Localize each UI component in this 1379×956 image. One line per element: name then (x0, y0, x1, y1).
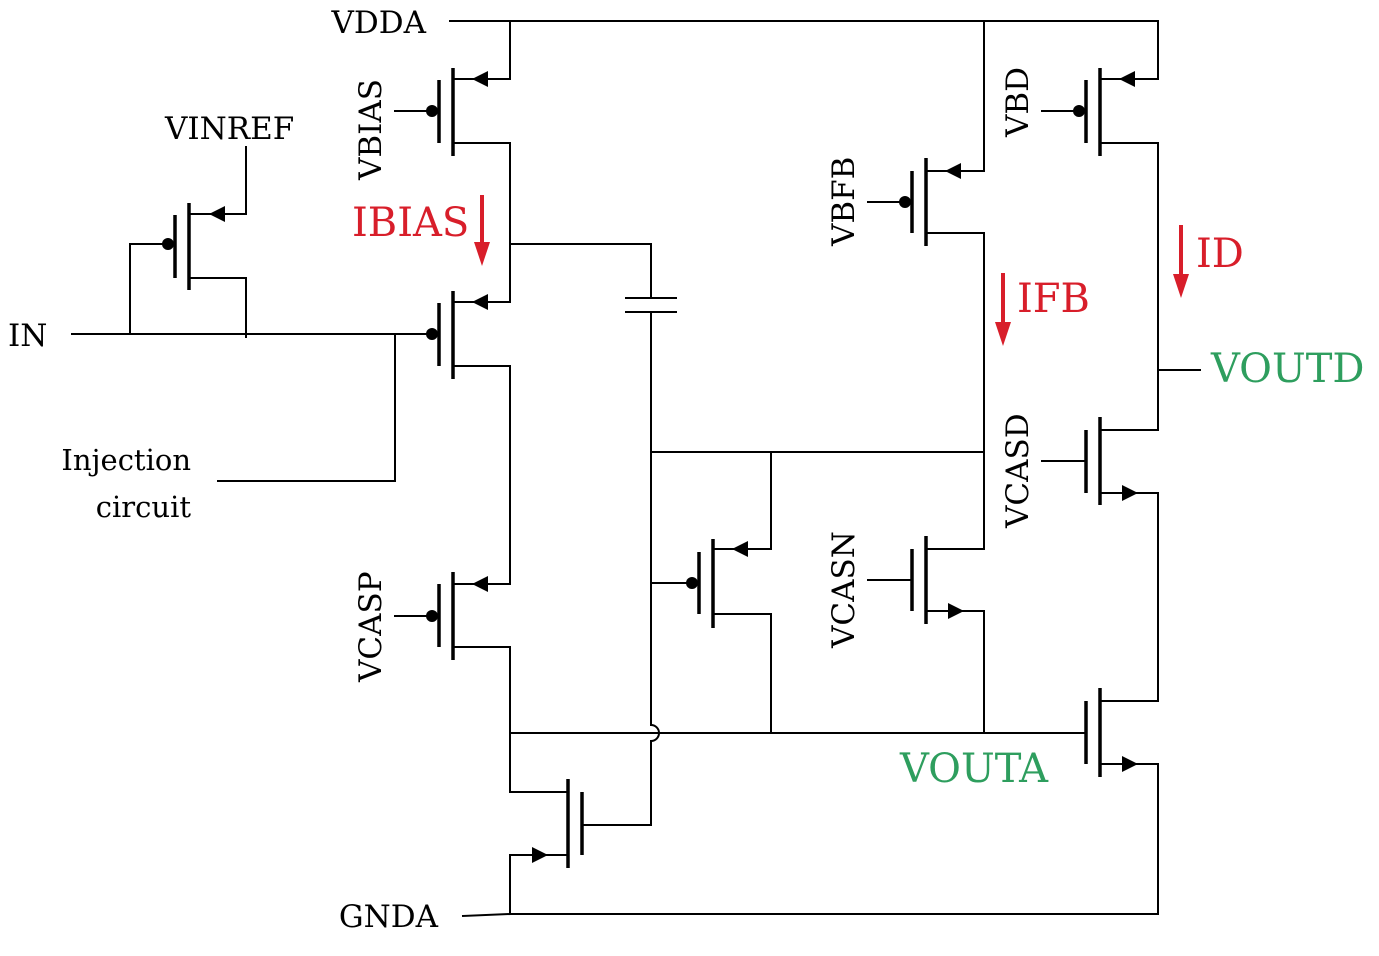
ifb-arrow-head (995, 322, 1011, 346)
vbd-pmos-transistor (1041, 20, 1159, 431)
vbfb-pmos-transistor (867, 20, 985, 550)
injection-circuit-label-line1: Injection (61, 443, 191, 477)
vouta-nmos-transistor (1084, 688, 1159, 915)
id-arrow-head (1173, 274, 1189, 298)
middle-pmos-transistor (650, 539, 772, 734)
coupling-capacitor (509, 243, 677, 826)
internal-node-wiring (509, 451, 1086, 734)
vbfb-label: VBFB (826, 157, 862, 247)
ibias-arrow-head (474, 242, 490, 266)
vbias-pmos-transistor (394, 20, 511, 245)
ibias-current-arrow (474, 195, 490, 266)
vbias-label: VBIAS (353, 79, 389, 181)
vouta-label: VOUTA (899, 746, 1049, 792)
vcasn-nmos-transistor (867, 536, 985, 734)
vinref-pmos-transistor (129, 146, 247, 338)
vbd-label: VBD (1000, 67, 1036, 138)
gnda-label: GNDA (339, 899, 439, 935)
in-label: IN (8, 318, 47, 354)
ifb-current-arrow (995, 273, 1011, 346)
ifb-label: IFB (1017, 276, 1090, 322)
ibias-label: IBIAS (352, 200, 469, 246)
voutd-label: VOUTD (1210, 346, 1364, 392)
id-current-arrow (1173, 225, 1189, 298)
vcasd-label: VCASD (1000, 413, 1036, 529)
injection-circuit-label-line2: circuit (96, 490, 192, 524)
vinref-label: VINREF (164, 111, 294, 147)
input-pmos-transistor (426, 243, 511, 585)
id-label: ID (1196, 231, 1244, 277)
vcasn-label: VCASN (826, 531, 862, 649)
gnda-rail (461, 912, 1159, 918)
bottom-nmos-transistor (509, 732, 652, 915)
input-wiring (71, 333, 438, 482)
vcasd-nmos-transistor (1041, 417, 1159, 702)
vcasp-label: VCASP (353, 571, 389, 683)
vdda-label: VDDA (331, 5, 427, 41)
vcasp-pmos-transistor (394, 572, 511, 734)
